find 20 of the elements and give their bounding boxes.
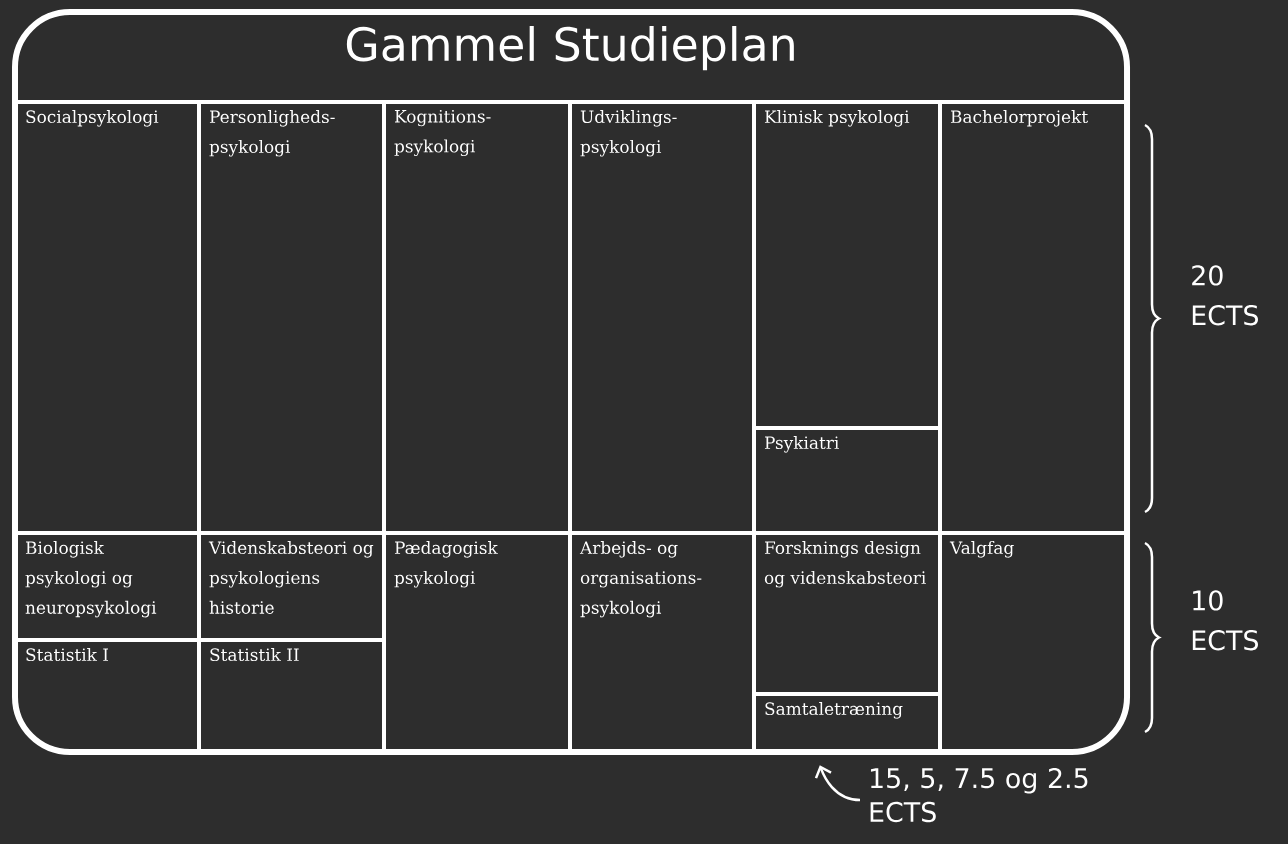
course-box: Kognitions- psykologi bbox=[382, 100, 572, 535]
course-box: Statistik II bbox=[197, 638, 386, 752]
course-box: Arbejds- og organisations- psykologi bbox=[568, 531, 756, 752]
course-box: Bachelorprojekt bbox=[938, 100, 1127, 535]
ects-label: 20 ECTS bbox=[1192, 265, 1258, 326]
course-box: Socialpsykologi bbox=[15, 100, 201, 535]
course-box: Udviklings- psykologi bbox=[568, 100, 756, 535]
curved-arrow bbox=[814, 765, 861, 802]
note-text: 15, 5, 7.5 og 2.5 ECTS bbox=[870, 768, 1088, 823]
course-box: Biologisk psykologi og neuropsykologi bbox=[15, 531, 201, 642]
course-box: Forsknings design og videnskabsteori bbox=[752, 531, 942, 696]
course-box: Valgfag bbox=[938, 531, 1127, 752]
course-box: Personligheds- psykologi bbox=[197, 100, 386, 535]
course-box: Klinisk psykologi bbox=[752, 100, 942, 430]
course-box: Samtaletræning bbox=[752, 692, 942, 752]
course-box: Videnskabsteori og psykologiens historie bbox=[197, 531, 386, 642]
course-box: Pædagogisk psykologi bbox=[382, 531, 572, 752]
ects-label: 10 ECTS bbox=[1192, 590, 1258, 651]
course-box: Psykiatri bbox=[752, 426, 942, 535]
course-box: Statistik I bbox=[15, 638, 201, 752]
